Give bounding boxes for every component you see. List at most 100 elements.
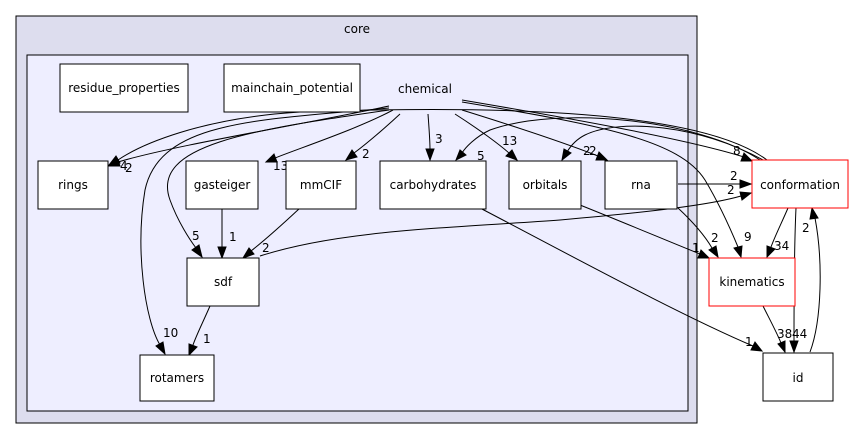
edge-chemical-conformation-arrow (740, 152, 754, 162)
node-conformation-box[interactable] (751, 159, 849, 209)
node-id[interactable]: id (762, 352, 834, 402)
node-residue-properties[interactable]: residue_properties (59, 63, 189, 113)
node-mmCIF-label[interactable]: mmCIF (300, 178, 342, 192)
node-rna-label[interactable]: rna (631, 178, 651, 192)
node-sdf[interactable]: sdf (186, 257, 260, 307)
edge-chemical-gasteiger-arrow (264, 153, 278, 163)
edge-conformation-carbohydrates-arrow (455, 149, 467, 162)
edge-sdf-rotamers-line (192, 305, 211, 346)
edge-sdf-conformation-label: 2 (727, 183, 735, 197)
edge-rna-kinematics-arrow (708, 245, 719, 259)
node-residue-properties-box[interactable] (59, 63, 189, 113)
node-kinematics-label[interactable]: kinematics (719, 275, 784, 289)
edge-conformation-orbitals-label: 2 (583, 144, 591, 158)
edge-chemical-orbitals-label: 13 (502, 134, 517, 148)
edge-chemical-rna: 2 (461, 109, 609, 161)
edge-chemical-carbohydrates: 3 (425, 113, 443, 162)
node-gasteiger-label[interactable]: gasteiger (194, 178, 251, 192)
node-conformation[interactable]: conformation (751, 159, 849, 209)
edge-gasteiger-sdf-arrow (217, 246, 227, 260)
node-residue-properties-label[interactable]: residue_properties (68, 81, 179, 95)
edge-chemical-kinematics: 9 (461, 101, 752, 259)
edge-kinematics-id-line (762, 305, 782, 344)
edge-rna-conformation-label: 2 (730, 169, 738, 183)
edge-chemical-sdf-label: 5 (192, 229, 200, 243)
node-mmCIF-box[interactable] (285, 160, 357, 210)
node-mainchain-potential-box[interactable] (223, 63, 361, 113)
edge-chemical-conformation-line (461, 99, 745, 158)
edge-mmCIF-sdf-arrow (241, 247, 255, 259)
node-rotamers[interactable]: rotamers (139, 354, 215, 402)
edge-chemical-kinematics-arrow (733, 245, 743, 259)
edge-sdf-rotamers-label: 1 (203, 332, 211, 346)
edge-chemical-orbitals: 13 (454, 113, 519, 161)
edge-rna-kinematics-label: 2 (711, 231, 719, 245)
edge-conformation-kinematics-line (770, 207, 789, 248)
edge-id-conformation: 2 (802, 206, 821, 353)
edge-conformation-orbitals-arrow (561, 148, 572, 162)
edge-sdf-rotamers: 1 (188, 305, 211, 357)
edge-chemical-sdf-arrow (191, 244, 203, 259)
node-mainchain-potential-label[interactable]: mainchain_potential (231, 81, 353, 95)
node-carbohydrates-label[interactable]: carbohydrates (390, 178, 477, 192)
edge-chemical-rna-label: 2 (589, 144, 597, 158)
node-rotamers-box[interactable] (139, 354, 215, 402)
node-orbitals[interactable]: orbitals (508, 160, 582, 210)
edge-gasteiger-sdf: 1 (217, 208, 237, 260)
edge-conformation-kinematics-arrow (766, 245, 776, 259)
edge-sdf-conformation: 2 (259, 183, 753, 257)
edge-chemical-rotamers-line (140, 107, 390, 346)
edge-chemical-kinematics-label: 9 (744, 230, 752, 244)
edge-conformation-id-label: 44 (792, 327, 807, 341)
edge-id-conformation-label: 2 (802, 221, 810, 235)
node-gasteiger-box[interactable] (185, 160, 259, 210)
node-kinematics-box[interactable] (708, 257, 796, 307)
edge-chemical-gasteiger: 13 (264, 109, 394, 173)
edge-chemical-carbohydrates-label: 3 (435, 132, 443, 146)
edge-chemical-rna-line (461, 109, 599, 157)
edge-rna-kinematics-line (677, 207, 713, 249)
node-rings-label[interactable]: rings (58, 178, 88, 192)
cluster-core-label[interactable]: core (344, 22, 370, 36)
edge-kinematics-id-label: 38 (777, 327, 792, 341)
edge-conformation-orbitals-line (566, 125, 764, 161)
node-rna[interactable]: rna (604, 160, 678, 210)
node-rotamers-label[interactable]: rotamers (150, 371, 204, 385)
node-mmCIF[interactable]: mmCIF (285, 160, 357, 210)
node-conformation-label[interactable]: conformation (760, 178, 840, 192)
edge-chemical-rotamers-label: 10 (163, 326, 178, 340)
node-orbitals-label[interactable]: orbitals (523, 178, 568, 192)
node-kinematics[interactable]: kinematics (708, 257, 796, 307)
edge-chemical-gasteiger-line (274, 109, 394, 159)
node-orbitals-box[interactable] (508, 160, 582, 210)
edge-chemical-orbitals-line (454, 113, 510, 154)
node-sdf-box[interactable] (186, 257, 260, 307)
node-carbohydrates-box[interactable] (379, 160, 487, 210)
node-rings-box[interactable] (37, 160, 109, 210)
node-sdf-label[interactable]: sdf (214, 275, 233, 289)
cluster-chemical-label[interactable]: chemical (398, 82, 452, 96)
edge-chemical-rotamers-arrow (155, 341, 166, 356)
edge-rna-conformation: 2 (678, 169, 753, 189)
edge-conformation-rings: 2 (107, 108, 768, 175)
edge-carbohydrates-id-arrow (750, 341, 764, 352)
edge-conformation-kinematics: 34 (766, 207, 789, 259)
node-id-box[interactable] (762, 352, 834, 402)
edge-conformation-rings-arrow (107, 155, 121, 166)
node-id-label[interactable]: id (793, 371, 804, 385)
node-carbohydrates[interactable]: carbohydrates (379, 160, 487, 210)
node-gasteiger[interactable]: gasteiger (185, 160, 259, 210)
edge-carbohydrates-id-line (479, 207, 754, 347)
node-rna-box[interactable] (604, 160, 678, 210)
edge-carbohydrates-id: 1 (479, 207, 764, 352)
edge-chemical-kinematics-line (461, 101, 739, 248)
node-mainchain-potential[interactable]: mainchain_potential (223, 63, 361, 113)
edge-chemical-carbohydrates-arrow (425, 148, 435, 162)
node-rings[interactable]: rings (37, 160, 109, 210)
edges: 4 13 2 3 13 2 (106, 99, 821, 357)
edge-id-conformation-arrow (809, 206, 819, 220)
edge-chemical-rings-line (117, 105, 390, 163)
edge-mmCIF-sdf-line (250, 207, 301, 252)
edge-orbitals-kinematics-label: 1 (692, 241, 700, 255)
